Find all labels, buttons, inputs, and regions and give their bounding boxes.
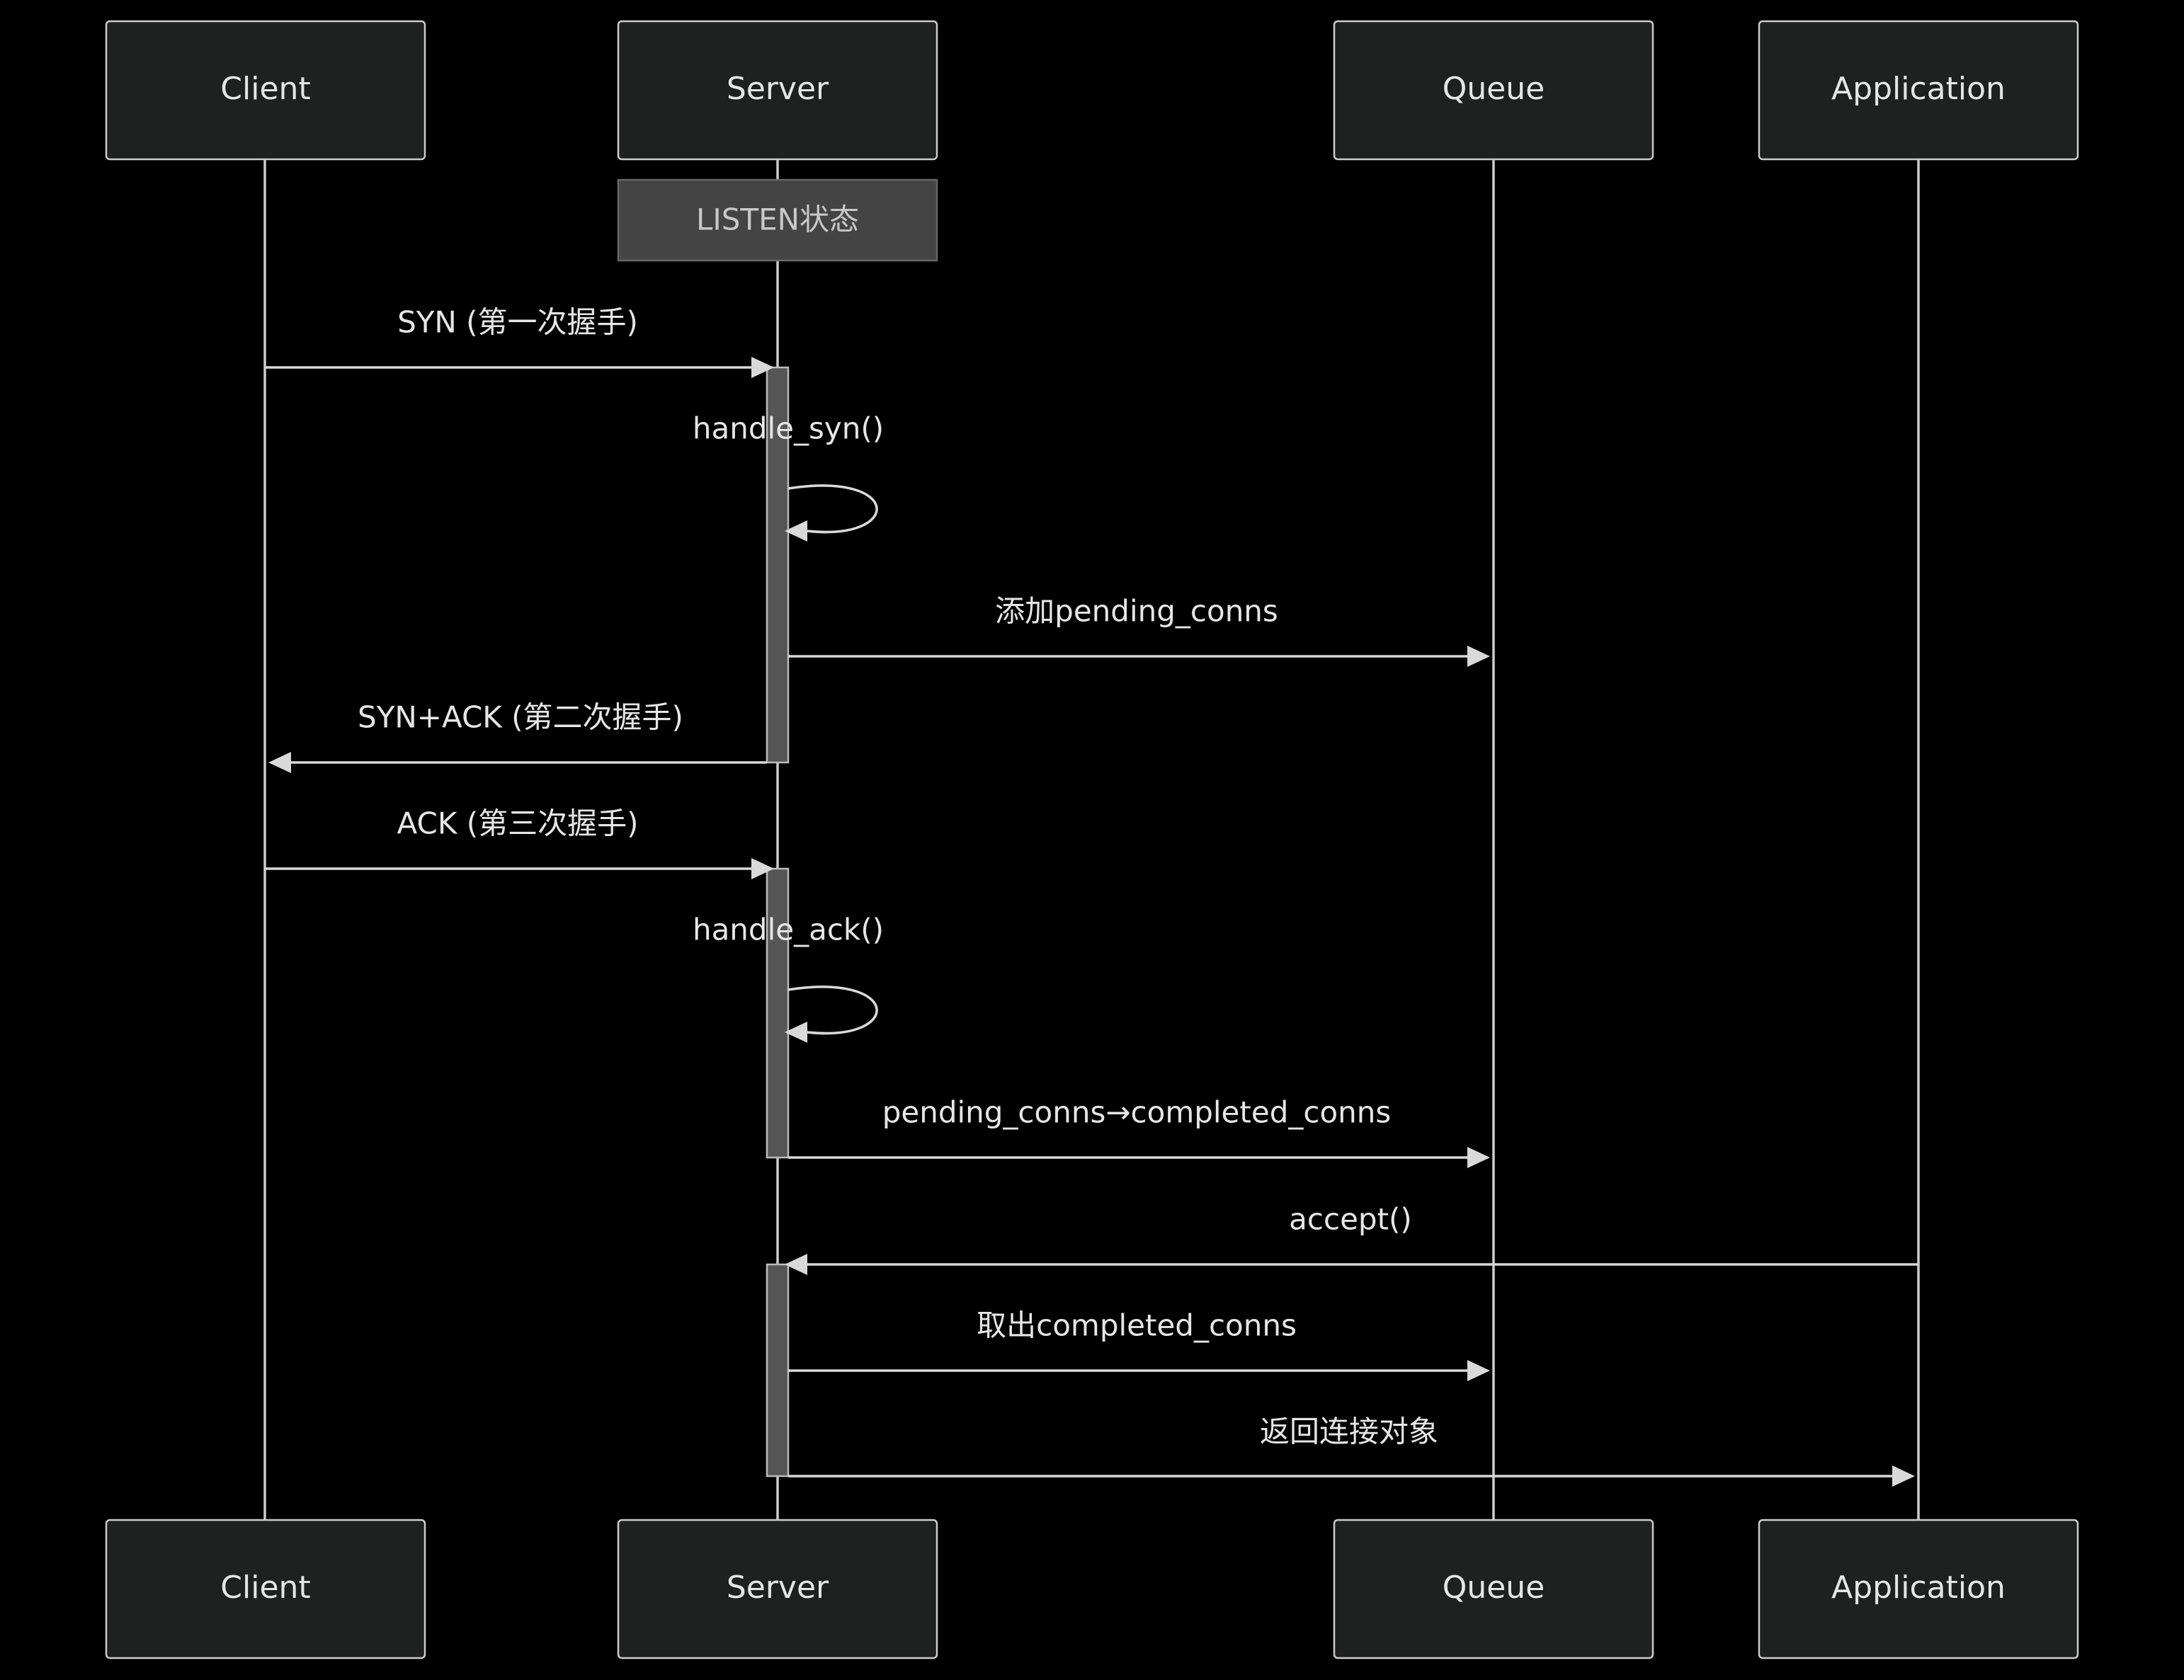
message-ack: ACK (第三次握手) <box>265 806 774 879</box>
arrowhead-left-icon <box>785 520 807 542</box>
message-add-pending-label: 添加pending_conns <box>995 594 1278 629</box>
note-listen-state: LISTEN状态 <box>617 178 938 262</box>
arrowhead-right-icon <box>1467 1147 1490 1168</box>
actor-queue-bottom: Queue <box>1333 1519 1654 1659</box>
arrowhead-right-icon <box>1467 1360 1490 1381</box>
arrowhead-right-icon <box>751 858 774 879</box>
message-take-completed-label: 取出completed_conns <box>977 1308 1297 1343</box>
actor-queue-bottom-label: Queue <box>1443 1570 1545 1606</box>
message-move-to-completed-label: pending_conns→completed_conns <box>882 1095 1392 1130</box>
actor-client-bottom-label: Client <box>220 1570 310 1606</box>
message-ack-label: ACK (第三次握手) <box>397 806 639 841</box>
message-syn: SYN (第一次握手) <box>265 305 774 378</box>
actor-client-top-label: Client <box>220 71 310 107</box>
arrowhead-right-icon <box>1467 646 1490 667</box>
actor-application-bottom: Application <box>1758 1519 2079 1659</box>
actor-queue-top: Queue <box>1333 20 1654 161</box>
actor-application-top-label: Application <box>1831 71 2006 107</box>
actor-server-top: Server <box>617 20 938 161</box>
actor-client-top: Client <box>105 20 426 161</box>
activation-server-1 <box>766 366 790 764</box>
message-handle-ack: handle_ack() <box>693 913 884 1043</box>
actor-queue-top-label: Queue <box>1443 71 1545 107</box>
arrowhead-left-icon <box>785 1254 807 1275</box>
arrowhead-left-icon <box>785 1022 807 1043</box>
arrowhead-right-icon <box>751 357 774 378</box>
message-return-connection-label: 返回连接对象 <box>1260 1415 1438 1449</box>
message-add-pending: 添加pending_conns <box>788 594 1490 667</box>
message-move-to-completed: pending_conns→completed_conns <box>788 1095 1490 1168</box>
message-syn-ack: SYN+ACK (第二次握手) <box>268 700 767 773</box>
message-handle-ack-label: handle_ack() <box>693 913 884 947</box>
activation-server-3 <box>766 1263 790 1478</box>
message-syn-ack-label: SYN+ACK (第二次握手) <box>358 700 683 735</box>
message-handle-syn: handle_syn() <box>693 411 884 542</box>
note-listen-state-label: LISTEN状态 <box>696 202 859 237</box>
message-accept-label: accept() <box>1289 1202 1412 1237</box>
actor-server-bottom-label: Server <box>727 1570 829 1606</box>
message-accept: accept() <box>785 1202 1918 1275</box>
message-return-connection: 返回连接对象 <box>788 1415 1915 1487</box>
actor-application-bottom-label: Application <box>1831 1570 2006 1606</box>
actor-client-bottom: Client <box>105 1519 426 1659</box>
message-syn-label: SYN (第一次握手) <box>397 305 638 340</box>
arrowhead-right-icon <box>1892 1465 1915 1487</box>
actor-server-bottom: Server <box>617 1519 938 1659</box>
activation-server-2 <box>766 867 790 1159</box>
message-take-completed: 取出completed_conns <box>788 1308 1490 1381</box>
actor-server-top-label: Server <box>727 71 829 107</box>
message-handle-syn-label: handle_syn() <box>693 411 884 446</box>
arrowhead-left-icon <box>268 752 291 773</box>
actor-application-top: Application <box>1758 20 2079 161</box>
